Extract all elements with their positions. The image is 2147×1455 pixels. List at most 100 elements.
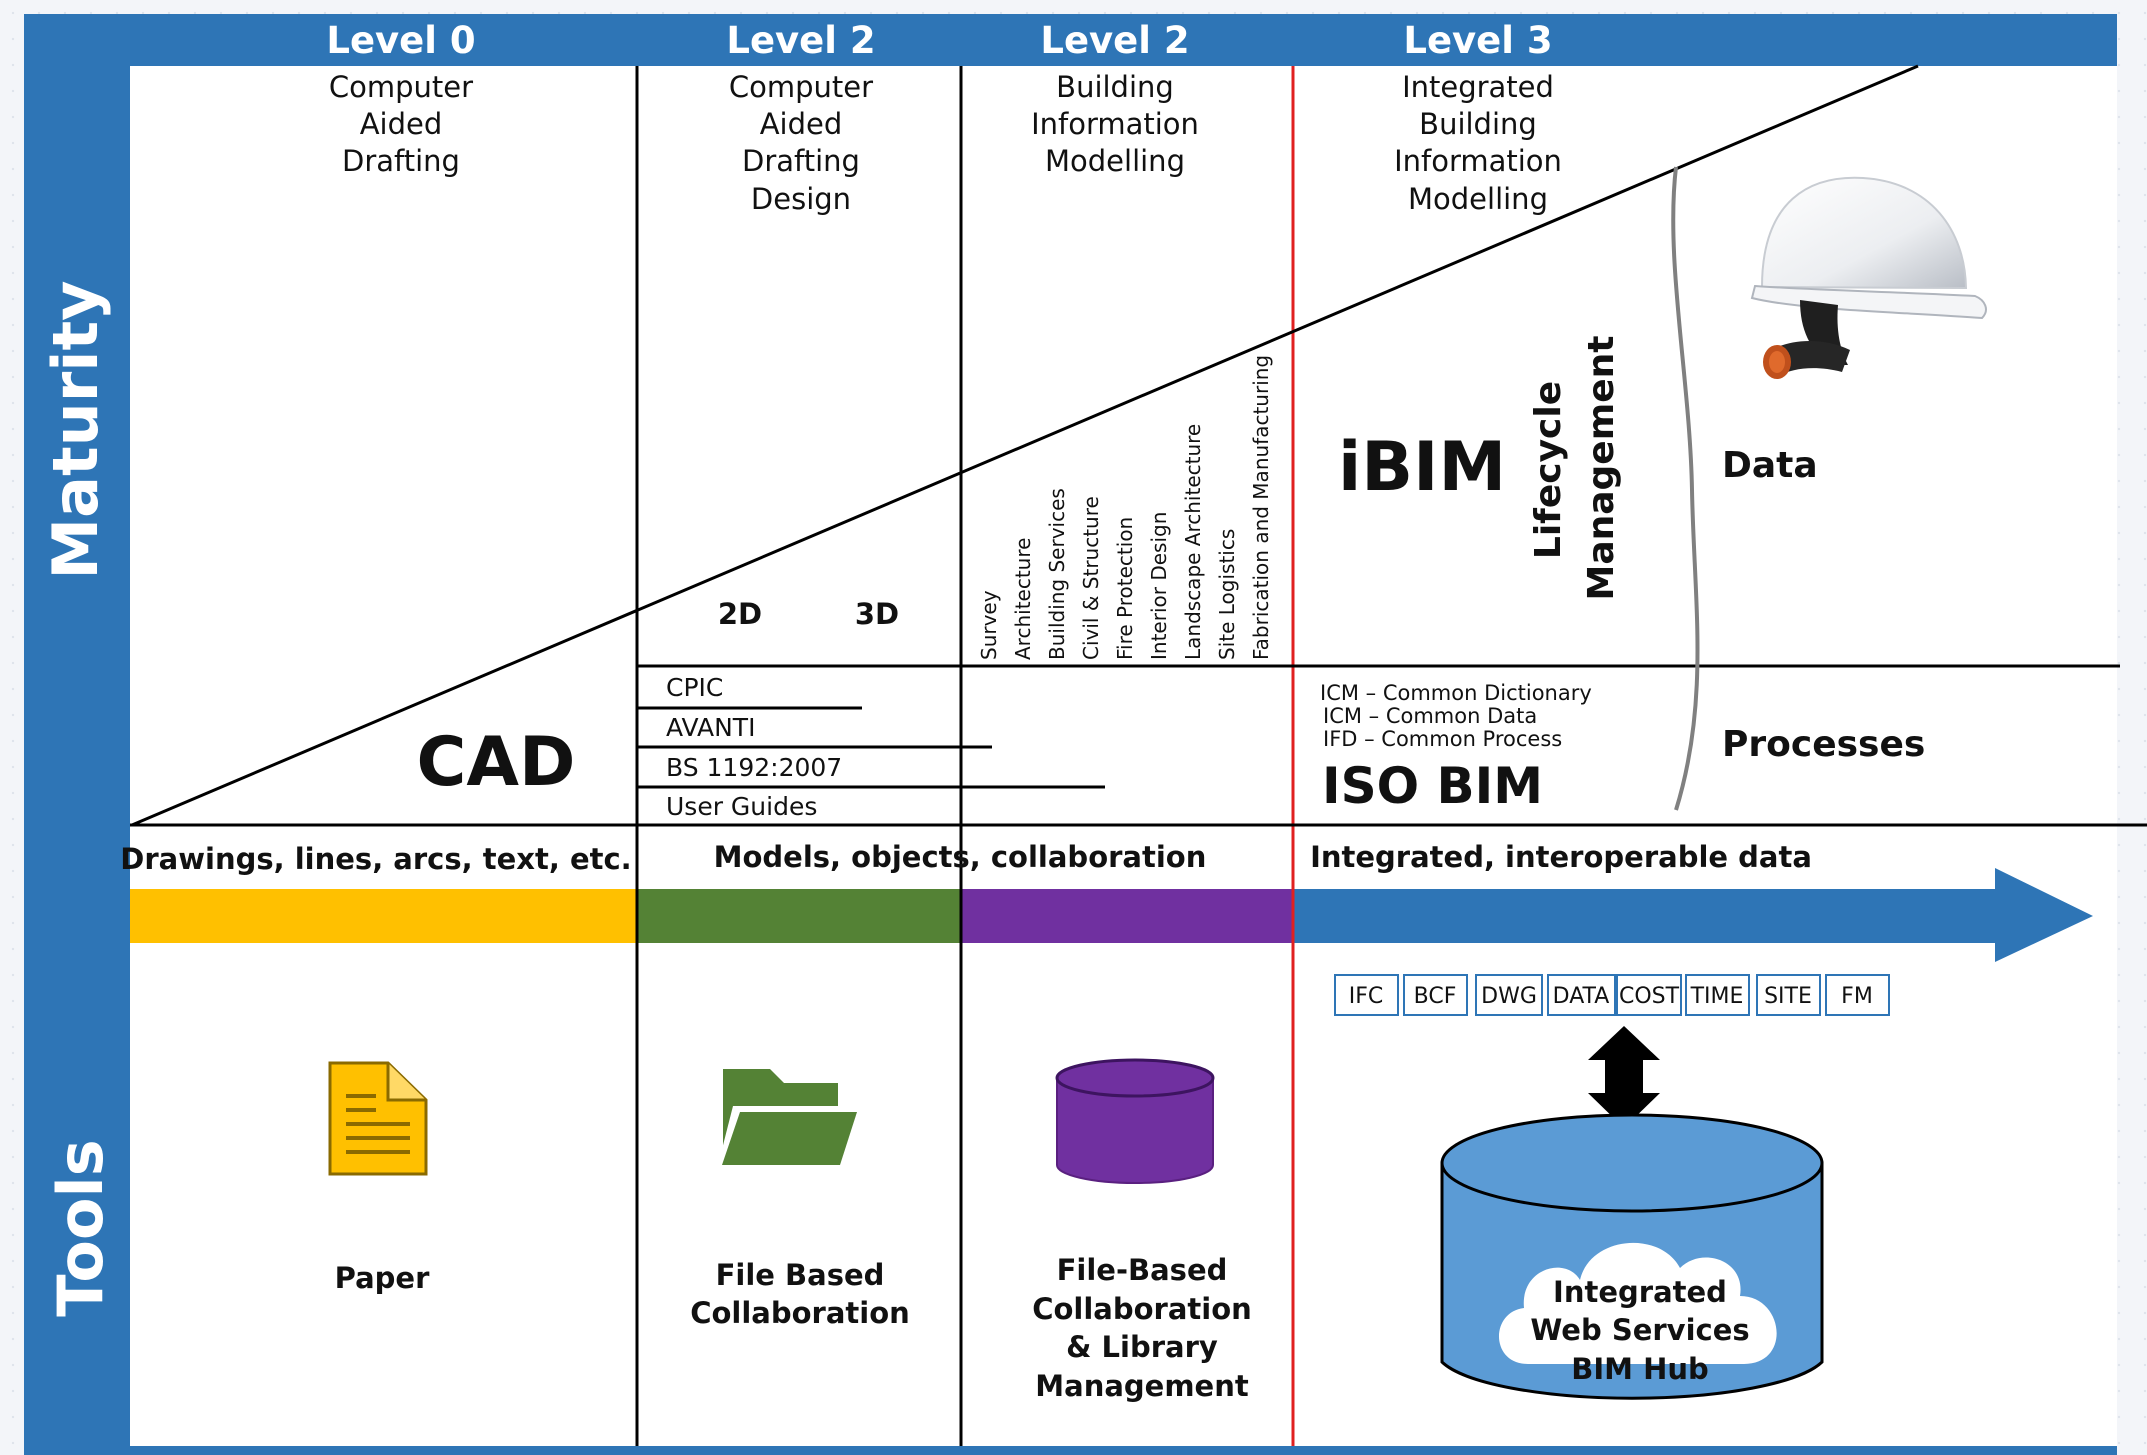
- format-label: DWG: [1481, 984, 1537, 1009]
- format-box: [1756, 974, 1821, 1016]
- standard-item: BS 1192:2007: [666, 753, 842, 782]
- icm-item: IFD – Common Process: [1323, 727, 1562, 751]
- management-label: Management: [1581, 336, 1622, 601]
- processes-label: Processes: [1722, 724, 1925, 765]
- format-box: [1685, 974, 1750, 1016]
- maturity-wedge-diagonal: [131, 64, 1919, 827]
- discipline-item: Interior Design: [1147, 512, 1171, 660]
- discipline-item: Survey: [977, 590, 1001, 660]
- discipline-item: Architecture: [1011, 538, 1035, 660]
- standards-table: CPIC AVANTI BS 1192:2007 User Guides: [637, 673, 1105, 821]
- band-label-models: Models, objects, collaboration: [714, 840, 1207, 874]
- hard-hat-icon: [1750, 176, 1987, 379]
- cloud-icon: [1498, 1242, 1777, 1364]
- iso-bim-label: ISO BIM: [1322, 757, 1543, 815]
- icm-list: ICM – Common Dictionary ICM – Common Dat…: [1320, 681, 1592, 751]
- band-label-drawings: Drawings, lines, arcs, text, etc.: [120, 842, 631, 876]
- svg-text:Design: Design: [751, 182, 851, 216]
- discipline-item: Civil & Structure: [1079, 496, 1103, 660]
- format-box: [1334, 974, 1399, 1016]
- library-label-line3: & Library: [1066, 1330, 1218, 1364]
- format-label: SITE: [1764, 984, 1812, 1009]
- format-label: FM: [1841, 984, 1873, 1009]
- data-wavy-divider: [1671, 166, 1700, 811]
- cad-label: CAD: [417, 723, 576, 802]
- svg-text:Computer: Computer: [729, 70, 873, 104]
- format-box: [1825, 974, 1890, 1016]
- lifecycle-label: Lifecycle: [1528, 381, 1569, 559]
- format-label: DATA: [1553, 984, 1610, 1009]
- format-box: [1475, 974, 1543, 1016]
- svg-text:Integrated: Integrated: [1402, 70, 1554, 104]
- svg-text:Information: Information: [1031, 107, 1199, 141]
- standard-item: AVANTI: [666, 713, 755, 742]
- svg-text:Information: Information: [1394, 144, 1562, 178]
- format-label: TIME: [1690, 984, 1744, 1009]
- svg-text:Computer: Computer: [329, 70, 473, 104]
- svg-text:Modelling: Modelling: [1045, 144, 1185, 178]
- 2d-label: 2D: [718, 597, 762, 631]
- library-label-line1: File-Based: [1057, 1253, 1228, 1287]
- icm-item: ICM – Common Data: [1323, 704, 1537, 728]
- 3d-label: 3D: [855, 597, 899, 631]
- level-2-header-b: Level 2: [1040, 19, 1189, 62]
- library-label-line2: Collaboration: [1032, 1292, 1252, 1326]
- standard-item: User Guides: [666, 792, 817, 821]
- frame-left-bar: [24, 14, 130, 1452]
- discipline-item: Site Logistics: [1215, 529, 1239, 660]
- format-label: COST: [1619, 984, 1680, 1009]
- level-3-description: Integrated Building Information Modellin…: [1394, 70, 1562, 216]
- discipline-item: Fire Protection: [1113, 517, 1137, 660]
- band-arrow-head: [1995, 868, 2093, 962]
- discipline-list: Survey Architecture Building Services Ci…: [977, 355, 1273, 660]
- band-purple: [961, 889, 1293, 943]
- level-2-header-a: Level 2: [726, 19, 875, 62]
- svg-text:Building: Building: [1419, 107, 1537, 141]
- hub-label-line3: BIM Hub: [1571, 1352, 1709, 1386]
- format-box: [1403, 974, 1468, 1016]
- level-0-description: Computer Aided Drafting: [329, 70, 473, 178]
- band-label-integrated: Integrated, interoperable data: [1310, 840, 1812, 874]
- format-box: [1616, 974, 1682, 1016]
- ibim-label: iBIM: [1338, 428, 1506, 507]
- icm-item: ICM – Common Dictionary: [1320, 681, 1592, 705]
- discipline-item: Building Services: [1045, 488, 1069, 660]
- format-box: [1547, 974, 1616, 1016]
- paper-label: Paper: [335, 1261, 430, 1295]
- svg-text:Modelling: Modelling: [1408, 182, 1548, 216]
- frame-bottom-bar: [24, 1446, 2117, 1455]
- file-based-label-line1: File Based: [716, 1258, 885, 1292]
- discipline-item: Landscape Architecture: [1181, 424, 1205, 660]
- svg-text:Building: Building: [1056, 70, 1174, 104]
- data-label: Data: [1722, 445, 1818, 486]
- standard-item: CPIC: [666, 673, 723, 702]
- hub-label-line1: Integrated: [1553, 1275, 1727, 1309]
- band-blue: [1293, 889, 1995, 943]
- library-label-line4: Management: [1035, 1369, 1249, 1403]
- band-green: [637, 889, 961, 943]
- svg-text:Drafting: Drafting: [342, 144, 460, 178]
- level-2b-description: Building Information Modelling: [1031, 70, 1199, 178]
- database-icon: [1055, 1058, 1215, 1184]
- double-arrow-icon: [1588, 1026, 1660, 1128]
- format-boxes: IFC BCF DWG DATA COST TIME SITE FM: [1334, 974, 1890, 1016]
- header-bar: [24, 14, 2117, 66]
- svg-text:Aided: Aided: [760, 107, 843, 141]
- hub-label-line2: Web Services: [1530, 1313, 1749, 1347]
- tools-label: Tools: [44, 1139, 117, 1316]
- svg-text:Drafting: Drafting: [742, 144, 860, 178]
- document-icon: [328, 1061, 428, 1176]
- level-3-header: Level 3: [1403, 19, 1552, 62]
- maturity-label: Maturity: [39, 280, 112, 579]
- format-label: BCF: [1414, 984, 1457, 1009]
- band-yellow: [130, 889, 637, 943]
- level-0-header: Level 0: [326, 19, 475, 62]
- discipline-item: Fabrication and Manufacturing: [1249, 355, 1273, 660]
- level-2a-description: Computer Aided Drafting Design: [729, 70, 873, 216]
- file-based-label-line2: Collaboration: [690, 1296, 910, 1330]
- folder-icon: [718, 1069, 857, 1165]
- format-label: IFC: [1349, 984, 1384, 1009]
- svg-text:Aided: Aided: [360, 107, 443, 141]
